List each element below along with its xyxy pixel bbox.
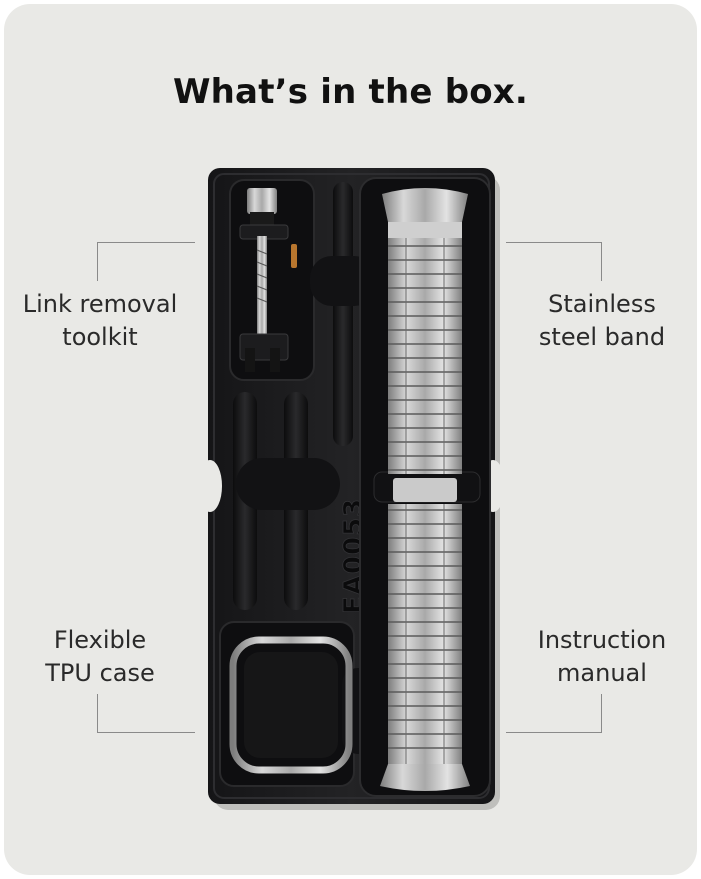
label-manual: Instruction manual [537, 626, 667, 687]
label-band: Stainless steel band [538, 290, 666, 351]
label-toolkit: Link removal toolkit [22, 290, 178, 351]
page-title: What’s in the box. [172, 72, 529, 112]
tpu-case-icon [229, 636, 353, 774]
connector-case [97, 694, 195, 733]
stainless-steel-band-icon [380, 188, 470, 791]
label-case: Flexible TPU case [45, 626, 155, 687]
connector-manual [506, 694, 602, 733]
link-removal-tool-icon [239, 188, 297, 372]
connector-band [506, 242, 602, 281]
connector-toolkit [97, 242, 195, 281]
